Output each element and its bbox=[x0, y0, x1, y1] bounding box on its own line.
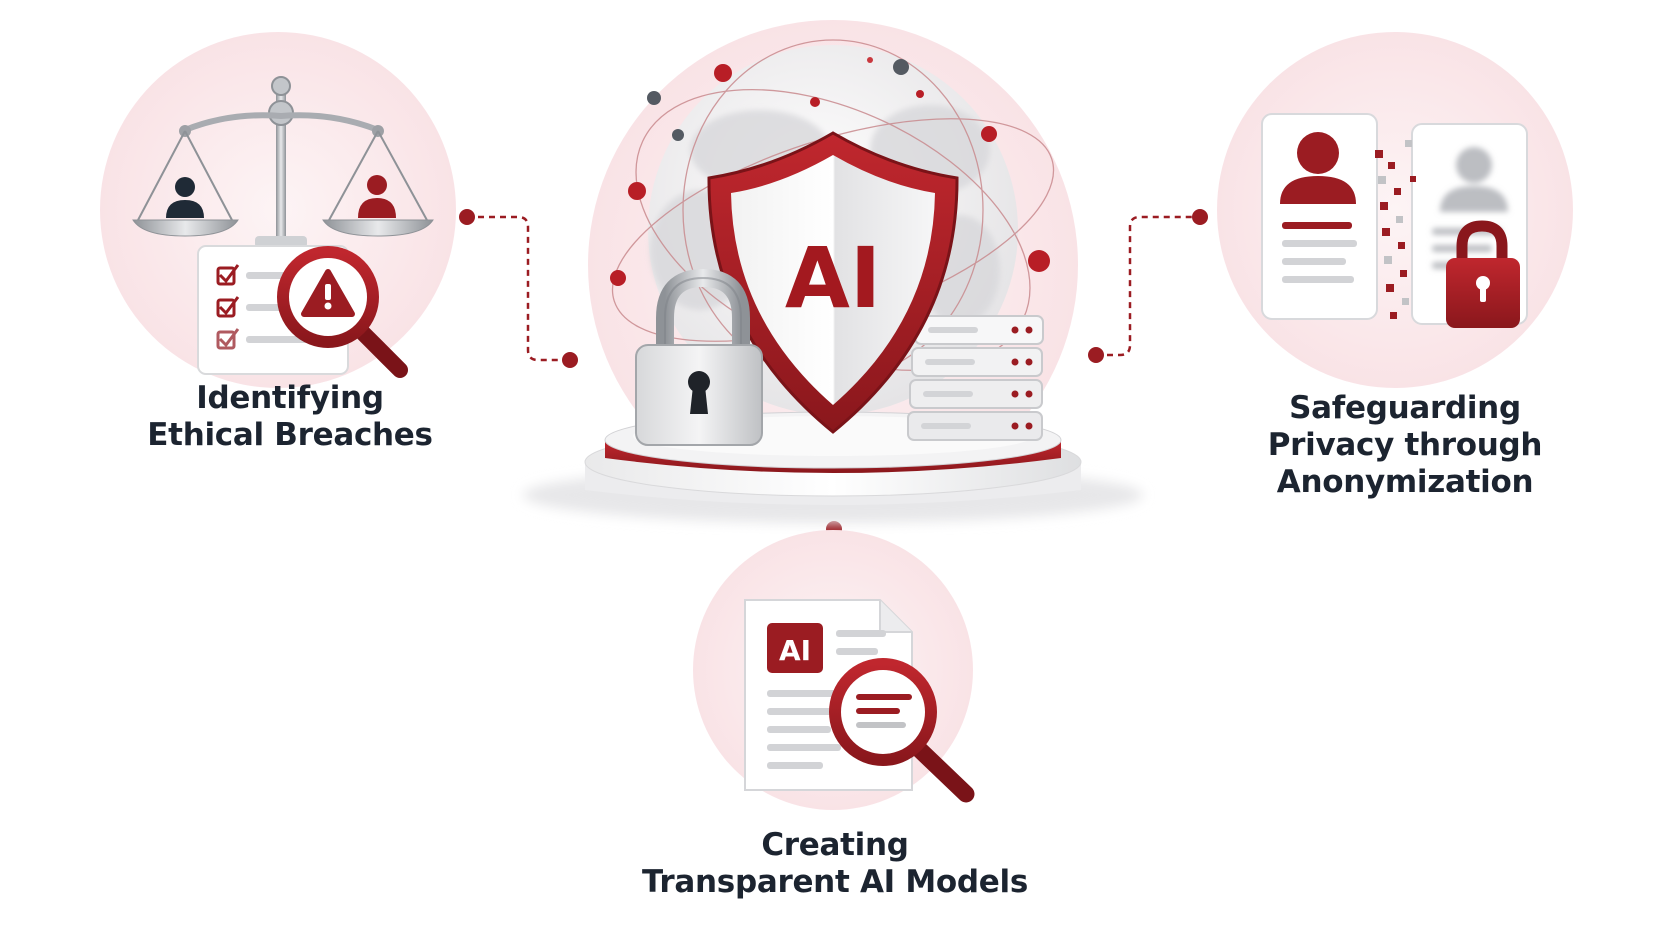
node-label-creating-transparent-ai: Creating Transparent AI Models bbox=[620, 827, 1050, 901]
padlock-icon bbox=[635, 268, 763, 446]
label-line: Ethical Breaches bbox=[147, 417, 433, 453]
center-ai-security-hub: AI bbox=[523, 20, 1143, 523]
shield-icon: AI bbox=[707, 131, 959, 434]
label-line: Anonymization bbox=[1276, 464, 1534, 500]
profile-card-icon bbox=[1261, 113, 1378, 320]
server-stack-icon bbox=[907, 315, 1044, 441]
label-line: Safeguarding bbox=[1289, 390, 1521, 426]
magnifier-icon bbox=[829, 658, 975, 803]
person-icon-dark bbox=[166, 177, 204, 218]
node-safeguarding-privacy bbox=[1217, 32, 1573, 388]
pixel-dissolve-effect bbox=[1375, 140, 1416, 319]
node-creating-transparent-ai: AI bbox=[693, 530, 975, 810]
node-identifying-ethical-breaches bbox=[100, 32, 456, 388]
padlock-icon bbox=[1446, 220, 1520, 328]
doc-ai-badge: AI bbox=[779, 634, 811, 667]
node-label-safeguarding-privacy: Safeguarding Privacy through Anonymizati… bbox=[1240, 390, 1570, 501]
label-line: Transparent AI Models bbox=[641, 864, 1029, 900]
network-node-dots bbox=[610, 57, 1050, 286]
connector-left bbox=[459, 209, 578, 368]
person-icon-red bbox=[358, 175, 396, 218]
magnifier-warning-icon bbox=[277, 246, 408, 378]
scales-icon bbox=[132, 76, 434, 248]
label-line: Identifying bbox=[196, 380, 384, 416]
connector-right bbox=[1088, 209, 1208, 363]
shield-ai-text: AI bbox=[785, 229, 881, 327]
label-line: Creating bbox=[761, 827, 909, 863]
label-line: Privacy through bbox=[1267, 427, 1543, 463]
node-label-identifying-ethical-breaches: Identifying Ethical Breaches bbox=[120, 380, 460, 454]
